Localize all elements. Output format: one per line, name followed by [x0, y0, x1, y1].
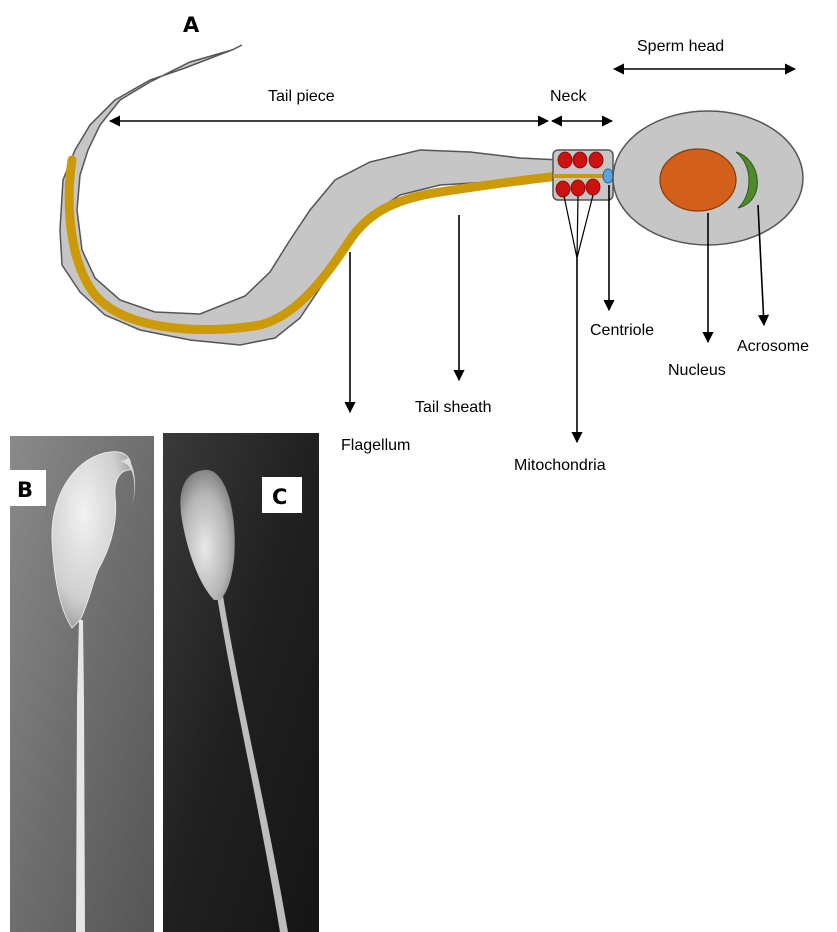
micrograph-b: B	[10, 436, 154, 932]
mitochondrion	[556, 181, 570, 197]
micrograph-c: C	[163, 433, 319, 932]
label-mitochondria: Mitochondria	[514, 457, 606, 474]
mitochondrion	[589, 152, 603, 168]
mitochondrion	[571, 180, 585, 196]
label-nucleus: Nucleus	[668, 362, 726, 379]
mitochondrion	[573, 152, 587, 168]
panel-label-c: C	[272, 485, 287, 509]
centriole-shape	[603, 169, 613, 183]
nucleus-shape	[660, 149, 736, 211]
label-flagellum: Flagellum	[341, 437, 410, 454]
label-centriole: Centriole	[590, 322, 654, 339]
mitochondrion	[586, 179, 600, 195]
panel-label-a: A	[183, 13, 200, 37]
label-sperm-head: Sperm head	[637, 38, 724, 55]
label-acrosome: Acrosome	[737, 338, 809, 355]
label-neck: Neck	[550, 88, 587, 105]
mitochondria-pointer	[564, 195, 593, 442]
panel-label-b: B	[17, 478, 33, 502]
label-tail-sheath: Tail sheath	[415, 399, 492, 416]
label-tail-piece: Tail piece	[268, 88, 335, 105]
mitochondrion	[558, 152, 572, 168]
